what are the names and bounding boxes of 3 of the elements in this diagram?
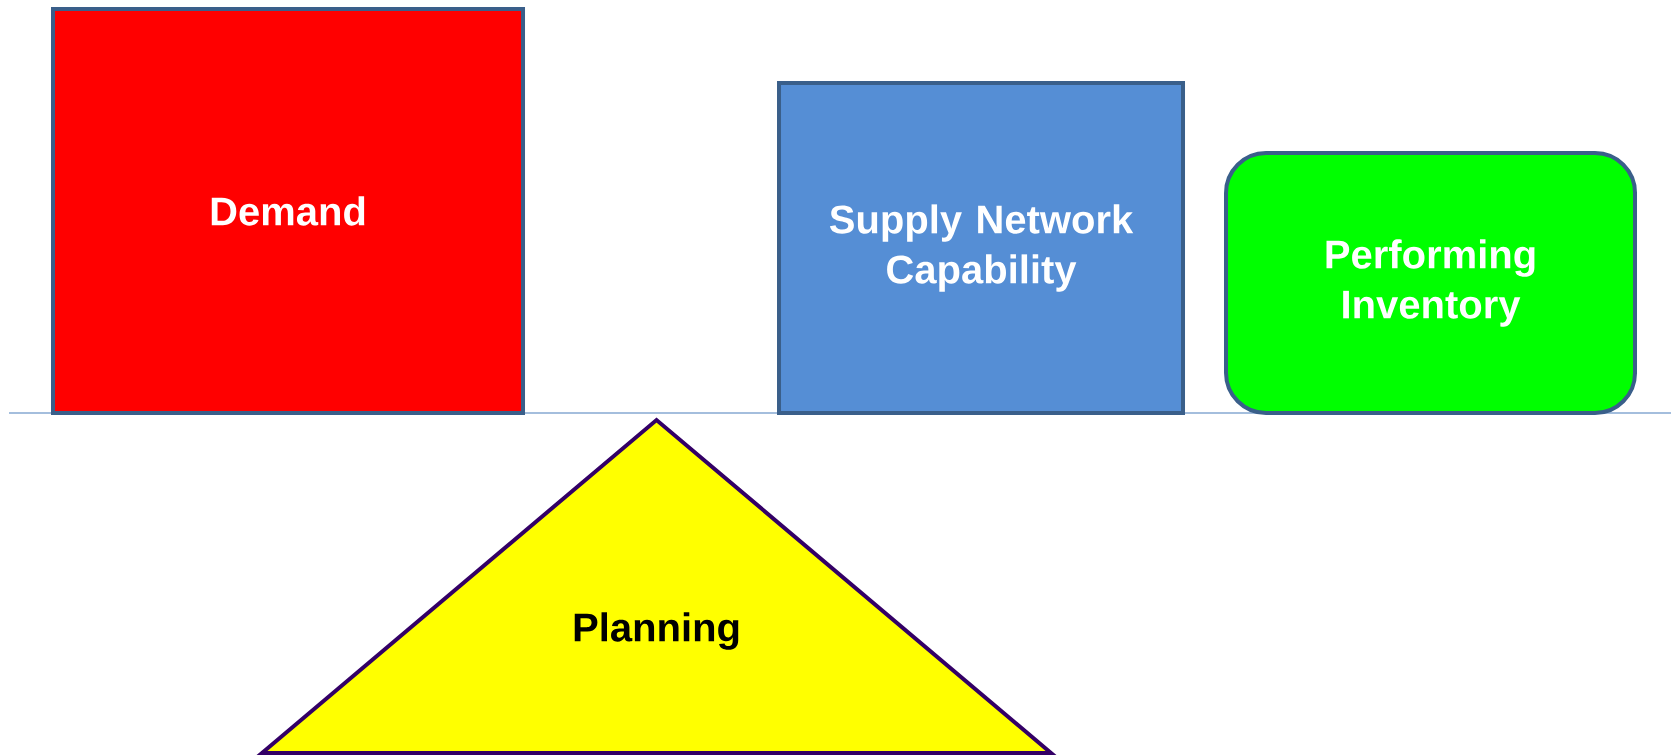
box: Demand (51, 7, 525, 415)
box: Supply Network Capability (777, 81, 1185, 415)
rounded-box: Performing Inventory (1224, 151, 1637, 415)
